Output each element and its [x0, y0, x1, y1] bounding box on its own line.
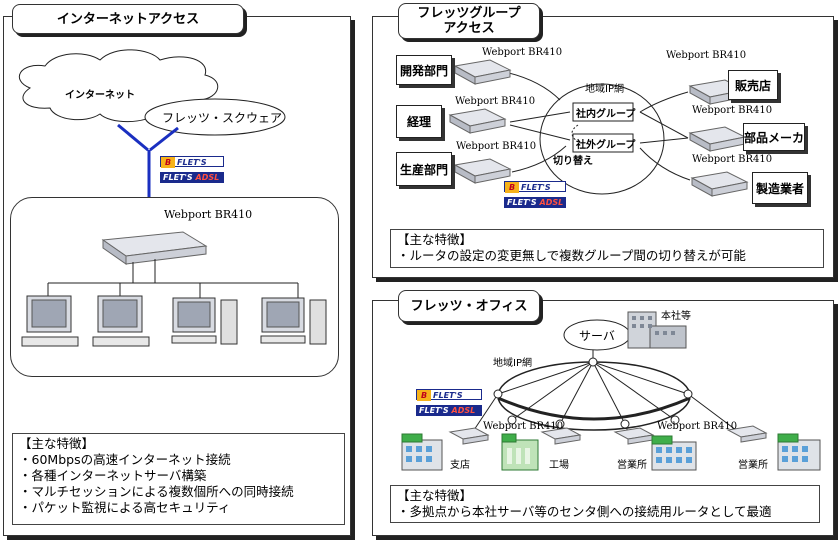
site-label: 支店 — [450, 460, 470, 471]
features-head: 【主な特徴】 — [397, 232, 473, 247]
router-label-office-right: Webport BR410 — [657, 421, 738, 432]
hq-label: 本社等 — [661, 311, 691, 322]
router-label-dev: Webport BR410 — [482, 47, 563, 58]
router-dev — [453, 59, 512, 85]
lan-area — [10, 197, 339, 377]
node-parts: 部品メーカ — [743, 123, 805, 151]
router-sales-office-2 — [726, 425, 768, 443]
router-maker — [690, 171, 749, 197]
node-dev: 開発部門 — [396, 55, 452, 85]
router-label-maker: Webport BR410 — [692, 154, 773, 165]
node-maker: 製造業者 — [752, 172, 808, 204]
router-label-parts: Webport BR410 — [692, 105, 773, 116]
internet-access-features: 【主な特徴】 60Mbpsの高速インターネット接続 各種インターネットサーバ構築… — [12, 433, 345, 525]
router-sales-office-1 — [613, 427, 655, 445]
features-head: 【主な特徴】 — [397, 488, 473, 503]
flets-office-diagram — [401, 311, 821, 471]
pc-3 — [171, 297, 238, 345]
hq-building — [627, 311, 687, 349]
adsl-badge-office: FLET'S ADSL — [416, 405, 482, 416]
router-factory — [540, 427, 582, 445]
site-label: 営業所 — [738, 460, 768, 471]
hub-nodes — [493, 357, 693, 429]
adsl-badge-left: FLET'S ADSL — [160, 172, 224, 183]
feature-item: 60Mbpsの高速インターネット接続 — [19, 452, 338, 468]
flets-office-title: フレッツ・オフィス — [398, 290, 540, 322]
router-label-sales: Webport BR410 — [666, 50, 747, 61]
site-label: 営業所 — [617, 460, 647, 471]
feature-item: 各種インターネットサーバ構築 — [19, 468, 338, 484]
ip-network-label: 地域IP網 — [585, 84, 624, 95]
group-out-box — [572, 133, 634, 153]
flets-office-features: 【主な特徴】 多拠点から本社サーバ等のセンタ側への接続用ルータとして最適 — [390, 485, 820, 523]
feature-item: 多拠点から本社サーバ等のセンタ側への接続用ルータとして最適 — [397, 504, 813, 520]
group-in-box — [572, 102, 634, 122]
site-label: 工場 — [549, 460, 569, 471]
node-acc: 経理 — [396, 105, 442, 138]
feature-item: ルータの設定の変更無しで複数グループ間の切り替えが可能 — [397, 248, 817, 264]
router-webport-left — [101, 231, 208, 265]
node-sales: 販売店 — [728, 70, 778, 100]
office-ip-label: 地域IP網 — [493, 358, 532, 369]
features-head: 【主な特徴】 — [19, 436, 95, 451]
router-prod — [453, 158, 512, 184]
group-links-right — [639, 91, 691, 181]
lan-lines — [47, 259, 299, 299]
internet-label: インターネット — [65, 89, 135, 101]
node-prod: 生産部門 — [396, 152, 452, 186]
internet-access-diagram: インターネット フレッツ・スクウェア — [18, 49, 286, 228]
pc-1 — [21, 295, 79, 347]
switch-label: 切り替え — [553, 156, 593, 167]
switch-arrow — [571, 124, 579, 143]
building-sales-office-1 — [651, 435, 697, 471]
feature-item: パケット監視による高セキュリティ — [19, 500, 338, 516]
group-out-label: 社外グループ — [576, 140, 636, 151]
pc-2 — [92, 295, 150, 347]
lan-diagram — [21, 231, 327, 347]
building-branch — [401, 433, 443, 471]
feature-item: マルチセッションによる複数個所への同時接続 — [19, 484, 338, 500]
internet-access-title: インターネットアクセス — [12, 4, 244, 34]
router-label-left: Webport BR410 — [164, 208, 253, 221]
router-branch — [448, 427, 490, 445]
adsl-badge-group: FLET'S ADSL — [504, 197, 566, 208]
group-in-label: 社内グループ — [576, 109, 636, 120]
router-label-prod: Webport BR410 — [456, 141, 537, 152]
flets-group-features: 【主な特徴】 ルータの設定の変更無しで複数グループ間の切り替えが可能 — [390, 229, 824, 268]
flets-square-label: フレッツ・スクウェア — [162, 111, 282, 125]
router-label-acc: Webport BR410 — [455, 96, 536, 107]
router-acc — [448, 108, 507, 134]
flets-square-ellipse — [144, 98, 286, 136]
server-label: サーバ — [579, 329, 615, 343]
building-sales-office-2 — [777, 433, 821, 471]
router-parts — [688, 126, 747, 152]
pc-4 — [260, 297, 327, 345]
router-label-office-left: Webport BR410 — [483, 421, 564, 432]
building-factory — [501, 433, 539, 471]
group-links-left — [504, 71, 571, 173]
flets-group-title: フレッツグループ アクセス — [398, 3, 540, 39]
flets-group-diagram — [448, 59, 749, 197]
